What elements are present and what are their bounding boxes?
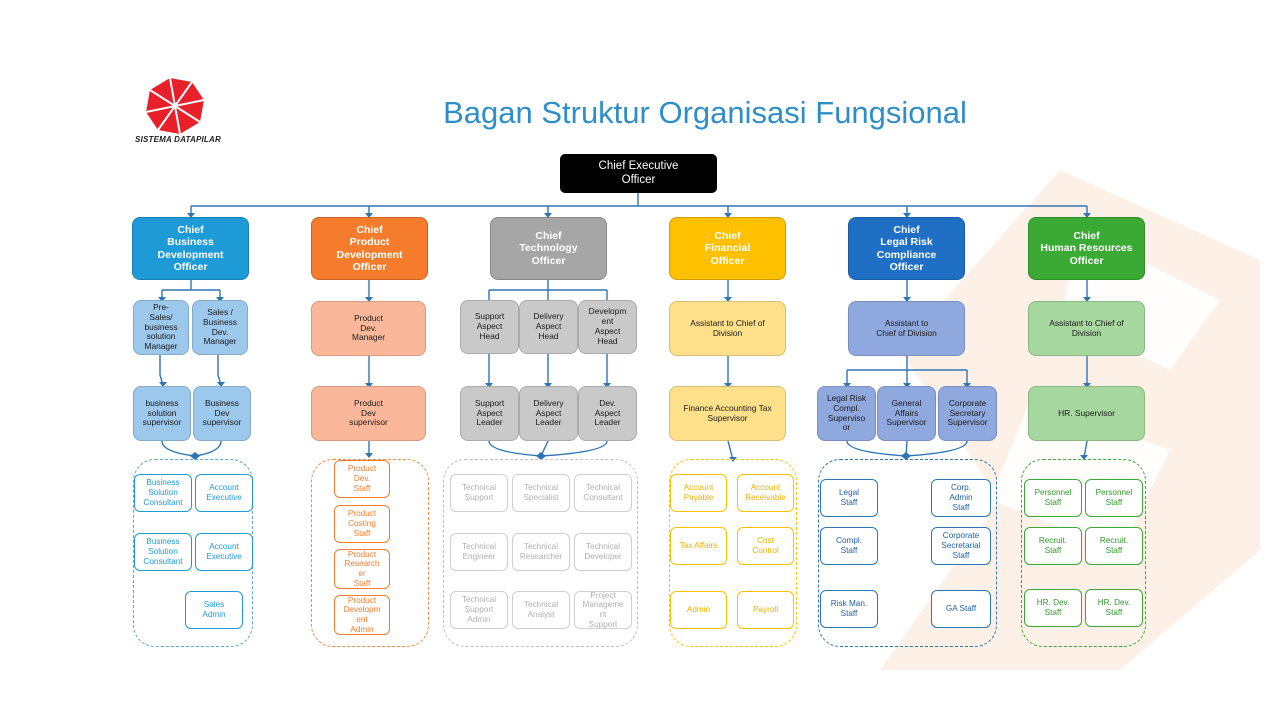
pd-staff-item[interactable]: Product Research er Staff	[334, 549, 390, 589]
tech-staff-item[interactable]: Technical Analyst	[512, 591, 570, 629]
bd-staff-item[interactable]: Account Executive	[195, 533, 253, 571]
pd-staff-item[interactable]: Product Developm ent Admin	[334, 595, 390, 635]
legal-staff-group	[818, 459, 997, 647]
hr-staff-item[interactable]: Recruit. Staff	[1085, 527, 1143, 565]
chief-financial[interactable]: Chief Financial Officer	[669, 217, 786, 280]
company-logo	[145, 77, 205, 135]
tech-delivery-leader[interactable]: Delivery Aspect Leader	[519, 386, 578, 441]
tech-staff-item[interactable]: Technical Specialist	[512, 474, 570, 512]
legal-staff-item[interactable]: Corp. Admin Staff	[931, 479, 991, 517]
fin-staff-item[interactable]: Account Payable	[670, 474, 727, 512]
fin-assistant[interactable]: Assistant to Chief of Division	[669, 301, 786, 356]
hr-staff-item[interactable]: Recruit. Staff	[1024, 527, 1082, 565]
bd-staff-item[interactable]: Sales Admin	[185, 591, 243, 629]
fin-accounting-supervisor[interactable]: Finance Accounting Tax Supervisor	[669, 386, 786, 441]
pd-staff-item[interactable]: Product Costing Staff	[334, 505, 390, 543]
bd-staff-item[interactable]: Account Executive	[195, 474, 253, 512]
fin-staff-item[interactable]: Tax Affairs	[670, 527, 727, 565]
fin-staff-item[interactable]: Cost Control	[737, 527, 794, 565]
tech-staff-item[interactable]: Technical Consultant	[574, 474, 632, 512]
ceo-box[interactable]: Chief Executive Officer	[560, 154, 717, 193]
bd-dev-supervisor[interactable]: Business Dev supervisor	[193, 386, 251, 441]
hr-staff-item[interactable]: HR. Dev. Staff	[1085, 589, 1143, 627]
legal-assistant[interactable]: Assistant to Chief of Division	[848, 301, 965, 356]
pd-staff-group	[311, 459, 429, 647]
bd-solution-supervisor[interactable]: business solution supervisor	[133, 386, 191, 441]
chief-business-development[interactable]: Chief Business Development Officer	[132, 217, 249, 280]
fin-staff-item[interactable]: Payroll	[737, 591, 794, 629]
tech-support-leader[interactable]: Support Aspect Leader	[460, 386, 519, 441]
fin-staff-item[interactable]: Admin	[670, 591, 727, 629]
fin-staff-group	[669, 459, 797, 647]
fin-staff-item[interactable]: Account Receivable	[737, 474, 794, 512]
legal-staff-item[interactable]: Corporate Secretarial Staff	[931, 527, 991, 565]
legal-ga-supervisor[interactable]: General Affairs Supervisor	[877, 386, 936, 441]
bd-sales-manager[interactable]: Sales / Business Dev. Manager	[192, 300, 248, 355]
chief-product-development[interactable]: Chief Product Development Officer	[311, 217, 428, 280]
pd-dev-manager[interactable]: Product Dev. Manager	[311, 301, 426, 356]
hr-supervisor[interactable]: HR. Supervisor	[1028, 386, 1145, 441]
pd-staff-item[interactable]: Product Dev. Staff	[334, 460, 390, 498]
hr-staff-group	[1021, 459, 1146, 647]
bd-staff-item[interactable]: Business Solution Consultant	[134, 474, 192, 512]
tech-staff-item[interactable]: Technical Engineer	[450, 533, 508, 571]
tech-staff-item[interactable]: Technical Researcher	[512, 533, 570, 571]
tech-staff-item[interactable]: Technical Support Admin	[450, 591, 508, 629]
tech-dev-leader[interactable]: Dev. Aspect Leader	[578, 386, 637, 441]
tech-staff-group	[443, 459, 638, 647]
tech-staff-item[interactable]: Project Manageme nt Support	[574, 591, 632, 629]
bd-presales-manager[interactable]: Pre- Sales/ business solution Manager	[133, 300, 189, 355]
pd-dev-supervisor[interactable]: Product Dev supervisor	[311, 386, 426, 441]
hr-staff-item[interactable]: Personnel Staff	[1085, 479, 1143, 517]
legal-corporate-secretary-supervisor[interactable]: Corporate Secretary Supervisor	[938, 386, 997, 441]
hr-staff-item[interactable]: HR. Dev. Staff	[1024, 589, 1082, 627]
legal-staff-item[interactable]: Compl. Staff	[820, 527, 878, 565]
tech-support-head[interactable]: Support Aspect Head	[460, 300, 519, 354]
bd-staff-item[interactable]: Business Solution Consultant	[134, 533, 192, 571]
hr-assistant[interactable]: Assistant to Chief of Division	[1028, 301, 1145, 356]
legal-risk-supervisor[interactable]: Legal Risk Compl. Superviso or	[817, 386, 876, 441]
tech-staff-item[interactable]: Technical Support	[450, 474, 508, 512]
chief-legal-risk-compliance[interactable]: Chief Legal Risk Compliance Officer	[848, 217, 965, 280]
legal-staff-item[interactable]: Legal Staff	[820, 479, 878, 517]
tech-staff-item[interactable]: Technical Developer	[574, 533, 632, 571]
hr-staff-item[interactable]: Personnel Staff	[1024, 479, 1082, 517]
chief-human-resources[interactable]: Chief Human Resources Officer	[1028, 217, 1145, 280]
legal-staff-item[interactable]: Risk Man. Staff	[820, 590, 878, 628]
legal-staff-item[interactable]: GA Staff	[931, 590, 991, 628]
logo-text: SISTEMA DATAPILAR	[135, 135, 221, 144]
tech-development-head[interactable]: Developm ent Aspect Head	[578, 300, 637, 354]
tech-delivery-head[interactable]: Delivery Aspect Head	[519, 300, 578, 354]
page-title: Bagan Struktur Organisasi Fungsional	[443, 95, 967, 130]
chief-technology[interactable]: Chief Technology Officer	[490, 217, 607, 280]
